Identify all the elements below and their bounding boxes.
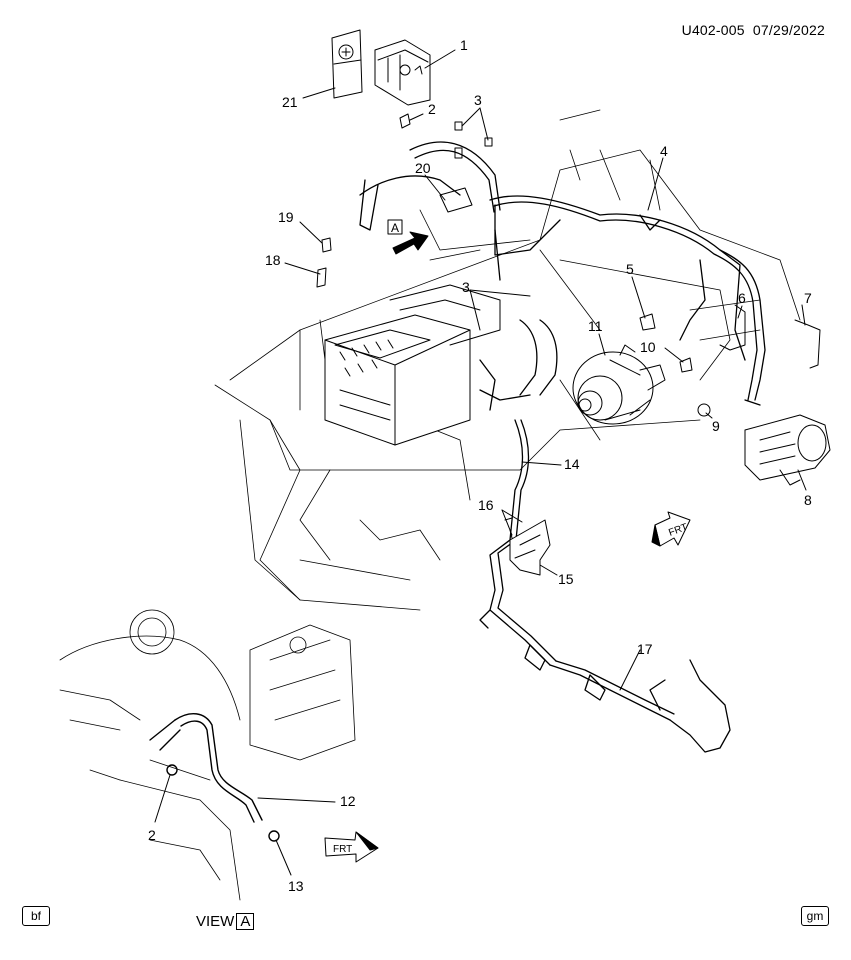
callout-11: 11	[588, 318, 603, 334]
callout-17: 17	[637, 641, 653, 657]
callout-15: 15	[558, 571, 574, 587]
underhood-fuse-block	[324, 284, 501, 446]
callout-18: 18	[265, 252, 281, 268]
callout-12: 12	[340, 793, 356, 809]
small-fasteners	[316, 113, 821, 539]
battery-cover	[374, 39, 431, 106]
callout-3: 3	[474, 92, 482, 108]
terminal-cover	[331, 29, 363, 99]
harness-branch-fuse	[359, 141, 558, 411]
view-marker-letter: A	[391, 221, 399, 235]
view-marker-a	[387, 219, 429, 255]
generator	[572, 344, 666, 425]
view-caption-prefix: VIEW	[196, 913, 235, 930]
callout-13: 13	[288, 878, 304, 894]
callout-6: 6	[738, 290, 746, 306]
starter-motor	[744, 414, 831, 486]
callout-14: 14	[564, 456, 580, 472]
callout-21: 21	[282, 94, 298, 110]
callout-1: 1	[460, 37, 468, 53]
callout-2-inset: 2	[148, 827, 156, 843]
bf-badge: bf	[22, 906, 50, 926]
leader-lines	[154, 49, 807, 876]
harness-bracket	[509, 519, 551, 576]
ground-cable-12	[149, 713, 280, 842]
battery-harness-lower	[479, 419, 731, 753]
callout-7: 7	[804, 290, 812, 306]
callout-16: 16	[478, 497, 494, 513]
diagram-date: 07/29/2022	[752, 22, 825, 38]
engine-bay-structure	[214, 109, 801, 611]
callout-3-lower: 3	[462, 279, 470, 295]
callout-labels: 1 2 3 4 5 6 7 8 9 10 11 12 13 14 15 16 1…	[148, 37, 812, 894]
frt-arrow-main	[651, 511, 691, 547]
view-caption-letter: A	[236, 913, 255, 930]
callout-4: 4	[660, 143, 668, 159]
callout-20: 20	[415, 160, 431, 176]
callout-8: 8	[804, 492, 812, 508]
frt-text-inset: FRT	[333, 844, 352, 855]
callout-19: 19	[278, 209, 294, 225]
callout-10: 10	[640, 339, 656, 355]
battery-harness-upper	[489, 195, 766, 406]
callout-9: 9	[712, 418, 720, 434]
gm-logo-badge: gm	[801, 906, 829, 926]
diagram-id-header: U402-005 07/29/2022	[682, 22, 825, 38]
view-a-inset	[59, 609, 356, 901]
callout-2: 2	[428, 101, 436, 117]
diagram-code: U402-005	[681, 22, 745, 38]
callout-5: 5	[626, 261, 634, 277]
frt-arrow-inset	[324, 831, 379, 863]
